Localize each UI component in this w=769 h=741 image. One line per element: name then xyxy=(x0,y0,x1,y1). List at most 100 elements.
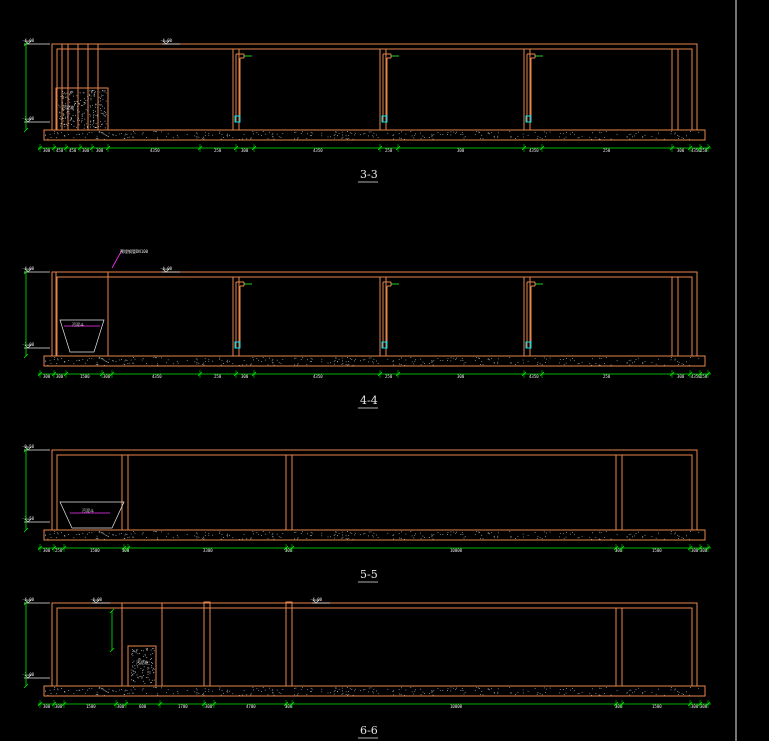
slab-speckle xyxy=(102,132,104,133)
slab-speckle xyxy=(272,692,274,694)
slab-speckle xyxy=(194,691,196,693)
slab-speckle xyxy=(450,690,452,692)
slab-speckle xyxy=(566,132,567,133)
sludge-fill xyxy=(85,123,87,125)
slab-speckle xyxy=(91,358,93,360)
sludge-fill xyxy=(89,113,91,115)
slab-speckle xyxy=(127,537,129,539)
slab-speckle xyxy=(539,137,541,139)
slab-speckle xyxy=(153,531,155,532)
slab-speckle xyxy=(349,532,351,534)
slab-speckle xyxy=(282,689,284,690)
slab-speckle xyxy=(644,691,646,692)
slab-speckle xyxy=(124,690,126,692)
slab-speckle xyxy=(663,138,665,140)
slab-speckle xyxy=(327,536,329,538)
sludge-fill xyxy=(100,96,102,98)
sludge-fill xyxy=(58,104,60,106)
slab-speckle xyxy=(68,134,69,135)
slab-speckle xyxy=(632,362,633,364)
dimension-value: 4350 xyxy=(691,374,701,379)
slab-speckle xyxy=(352,364,354,366)
slab-speckle xyxy=(578,363,580,364)
slab-speckle xyxy=(562,533,564,534)
level-mark-water-text: -4.00 xyxy=(160,38,173,43)
slab-speckle xyxy=(515,538,516,539)
slab-speckle xyxy=(489,133,490,135)
slab-speckle xyxy=(243,360,245,361)
slab-speckle xyxy=(253,689,254,691)
slab-speckle xyxy=(57,132,58,134)
sludge-fill xyxy=(133,650,134,652)
slab-speckle xyxy=(546,688,547,690)
slab-speckle xyxy=(578,137,580,138)
slab-speckle xyxy=(355,532,356,534)
sludge-fill xyxy=(85,109,87,111)
slab-speckle xyxy=(296,538,298,540)
slab-speckle xyxy=(345,691,347,693)
sludge-fill xyxy=(59,115,61,117)
dimension-value: 4350 xyxy=(691,148,701,153)
slab-speckle xyxy=(126,360,128,361)
slab-speckle xyxy=(220,538,222,540)
slab-speckle xyxy=(196,537,198,539)
slab-speckle xyxy=(642,362,644,364)
slab-speckle xyxy=(655,363,657,365)
sludge-fill xyxy=(95,91,96,93)
slab-speckle xyxy=(591,694,592,696)
slab-speckle xyxy=(96,138,98,139)
slab-speckle xyxy=(474,134,476,135)
slab-speckle xyxy=(683,138,684,139)
slab-speckle xyxy=(342,136,344,138)
slab-speckle xyxy=(348,537,350,539)
slab-speckle xyxy=(420,688,421,690)
slab-speckle xyxy=(572,358,573,359)
slab-speckle xyxy=(487,133,489,134)
slab-speckle xyxy=(113,534,114,536)
slab-speckle xyxy=(674,359,676,361)
slab-speckle xyxy=(146,137,147,138)
slab-speckle xyxy=(600,132,602,133)
slab-speckle xyxy=(432,694,434,696)
slab-speckle xyxy=(196,133,198,135)
slab-speckle xyxy=(112,360,113,362)
slab-speckle xyxy=(460,360,462,361)
slab-speckle xyxy=(420,138,422,140)
slab-speckle xyxy=(208,534,210,536)
sludge-fill xyxy=(85,100,87,101)
slab-speckle xyxy=(523,136,524,138)
sludge-fill xyxy=(61,123,63,124)
slab-speckle xyxy=(523,692,524,694)
sludge-fill xyxy=(77,117,79,118)
slab-speckle xyxy=(399,537,400,539)
dimension-value: 250 xyxy=(700,374,708,379)
dimension-value: 300 xyxy=(691,548,699,553)
slab-speckle xyxy=(321,135,323,137)
slab-speckle xyxy=(45,134,46,136)
slab-speckle xyxy=(156,357,157,359)
slab-speckle xyxy=(241,364,243,366)
slab-speckle xyxy=(401,131,402,133)
slab-speckle xyxy=(232,363,234,365)
slab-speckle xyxy=(493,692,495,693)
sludge-fill xyxy=(81,118,83,120)
slab-speckle xyxy=(393,138,394,140)
slab-speckle xyxy=(267,694,269,696)
slab-speckle xyxy=(198,136,200,138)
sludge-fill xyxy=(71,108,73,109)
slab-speckle xyxy=(345,361,347,363)
slab-speckle xyxy=(626,362,628,364)
sludge-fill xyxy=(134,671,136,672)
slab-speckle xyxy=(76,134,78,136)
slab-speckle xyxy=(103,694,105,696)
slab-speckle xyxy=(546,358,547,360)
slab-speckle xyxy=(49,689,51,691)
slab-speckle xyxy=(302,531,303,533)
slab-speckle xyxy=(161,531,162,533)
slab-speckle xyxy=(186,534,188,535)
slab-speckle xyxy=(595,363,597,364)
slab-speckle xyxy=(663,538,665,540)
sludge-fill xyxy=(151,679,153,681)
slab-speckle xyxy=(517,536,519,537)
slab-speckle xyxy=(681,363,683,365)
